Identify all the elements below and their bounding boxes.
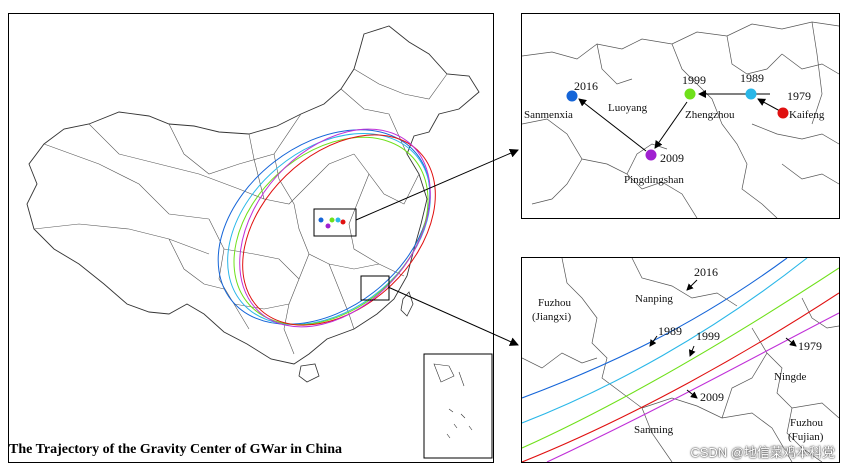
main-map-panel: The Trajectory of the Gravity Center of … bbox=[8, 13, 494, 463]
place-label-fujian-suffix: (Fujian) bbox=[788, 431, 824, 443]
mini-point-2009 bbox=[325, 223, 331, 229]
arrow-1999 bbox=[688, 345, 696, 357]
arc-1989 bbox=[522, 258, 808, 424]
city-label-kaifeng: Kaifeng bbox=[789, 109, 825, 121]
ellipse-2009 bbox=[239, 128, 431, 328]
place-label-luoyang: Luoyang bbox=[608, 102, 648, 114]
inset-top-map: 2016 Sanmenxia 1999 Zhengzhou 1989 1979 … bbox=[522, 21, 839, 218]
city-label-pingdingshan: Pingdingshan bbox=[624, 174, 684, 186]
arrow-1989 bbox=[649, 335, 658, 347]
place-label-fuzhou-jiangxi: Fuzhou bbox=[538, 297, 572, 309]
mini-point-1999 bbox=[329, 217, 335, 223]
center-point-1999 bbox=[684, 88, 696, 100]
china-outline bbox=[26, 25, 480, 365]
inset-bottom-map: 2016 1989 1999 1979 2009 Fuzhou (Jiangxi… bbox=[522, 258, 839, 462]
center-point-2016 bbox=[566, 90, 578, 102]
center-point-1989 bbox=[745, 88, 757, 100]
mini-point-2016 bbox=[318, 217, 324, 223]
inset-ellipse-arcs: 2016 1989 1999 1979 2009 Fuzhou (Jiangxi… bbox=[521, 257, 840, 463]
mini-point-1979 bbox=[340, 219, 346, 225]
taiwan-island bbox=[400, 291, 414, 317]
china-map bbox=[26, 25, 493, 459]
place-label-jiangxi-suffix: (Jiangxi) bbox=[532, 311, 571, 323]
city-label-zhengzhou: Zhengzhou bbox=[685, 109, 735, 121]
year-label-1979: 1979 bbox=[787, 89, 811, 103]
year-label-2009: 2009 bbox=[660, 151, 684, 165]
year-label-1989: 1989 bbox=[740, 71, 764, 85]
arc-1999 bbox=[522, 267, 839, 449]
south-sea-islands bbox=[433, 363, 473, 439]
arrow-1979-1989 bbox=[757, 98, 781, 112]
zoom-box-centers bbox=[313, 208, 357, 237]
place-label-ningde: Ningde bbox=[774, 371, 807, 383]
mini-point-1989 bbox=[335, 217, 341, 223]
city-label-sanmenxia: Sanmenxia bbox=[524, 109, 573, 121]
year-label-1999: 1999 bbox=[682, 73, 706, 87]
year-label-2016: 2016 bbox=[574, 79, 598, 93]
watermark: CSDN @地信菜鸡本科党 bbox=[690, 445, 835, 460]
arrow-1999-2009 bbox=[654, 101, 688, 149]
arrow-1979 bbox=[785, 337, 797, 347]
inset-bottom-borders bbox=[522, 258, 839, 462]
south-china-sea-inset bbox=[423, 353, 493, 459]
map-caption: The Trajectory of the Gravity Center of … bbox=[9, 442, 342, 457]
center-point-1979 bbox=[777, 107, 789, 119]
place-label-nanping: Nanping bbox=[635, 293, 673, 305]
arrow-2009-2016 bbox=[578, 98, 647, 152]
year-label-1989: 1989 bbox=[658, 324, 682, 338]
hainan-island bbox=[298, 363, 320, 383]
place-label-fuzhou-fujian: Fuzhou bbox=[790, 417, 824, 429]
arc-1979 bbox=[522, 292, 839, 462]
place-label-sanming: Sanming bbox=[634, 424, 674, 436]
year-label-1979: 1979 bbox=[798, 339, 822, 353]
center-point-2009 bbox=[645, 149, 657, 161]
arc-2009 bbox=[546, 312, 839, 462]
arrow-2016 bbox=[686, 279, 698, 291]
year-label-2009: 2009 bbox=[700, 390, 724, 404]
arrow-2009 bbox=[686, 389, 698, 399]
arc-2016 bbox=[522, 258, 788, 399]
ellipse-arcs bbox=[522, 258, 839, 462]
year-label-2016: 2016 bbox=[694, 265, 718, 279]
inset-gravity-centers: 2016 Sanmenxia 1999 Zhengzhou 1989 1979 … bbox=[521, 13, 840, 219]
year-label-1999: 1999 bbox=[696, 329, 720, 343]
